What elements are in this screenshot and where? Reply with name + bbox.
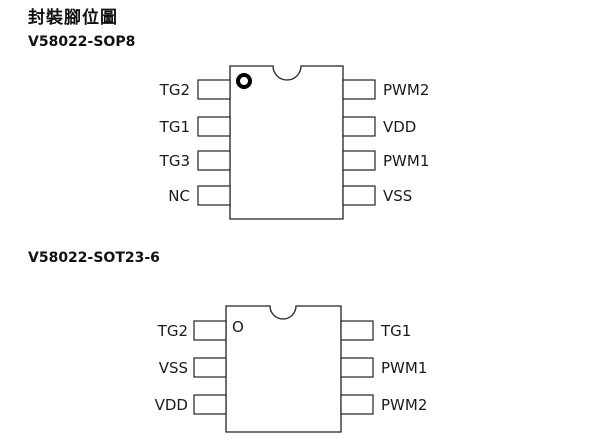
left-pin-2-3 [193,394,227,415]
pin1-marker-1 [236,73,252,89]
right-pin-label-1-4: VSS [383,187,412,205]
left-pin-label-2-3: VDD [155,396,188,414]
left-pin-1-4 [197,185,231,206]
right-pin-label-1-1: PWM2 [383,81,429,99]
right-pin-2-3 [340,394,374,415]
package-title-sot23-6: V58022-SOT23-6 [28,250,160,266]
right-pin-label-1-2: VDD [383,118,416,136]
pin1-marker-2: O [232,318,244,336]
right-pin-1-2 [342,116,376,137]
left-pin-1-3 [197,150,231,171]
left-pin-1-1 [197,79,231,100]
left-pin-label-2-1: TG2 [157,322,188,340]
right-pin-label-1-3: PWM1 [383,152,429,170]
left-pin-label-1-1: TG2 [159,81,190,99]
chip-body-1 [229,65,344,220]
right-pin-2-1 [340,320,374,341]
left-pin-2-1 [193,320,227,341]
left-pin-label-1-2: TG1 [159,118,190,136]
left-pin-label-1-4: NC [168,187,190,205]
left-pin-label-2-2: VSS [159,359,188,377]
left-pin-label-1-3: TG3 [159,152,190,170]
package-title-sop8: V58022-SOP8 [28,34,136,50]
right-pin-label-2-1: TG1 [380,322,411,340]
left-pin-1-2 [197,116,231,137]
right-pin-1-1 [342,79,376,100]
right-pin-1-4 [342,185,376,206]
right-pin-label-2-2: PWM1 [381,359,427,377]
right-pin-1-3 [342,150,376,171]
chip-body-2 [225,305,342,433]
left-pin-2-2 [193,357,227,378]
right-pin-label-2-3: PWM2 [381,396,427,414]
right-pin-2-2 [340,357,374,378]
page-heading: 封裝腳位圖 [28,8,118,28]
